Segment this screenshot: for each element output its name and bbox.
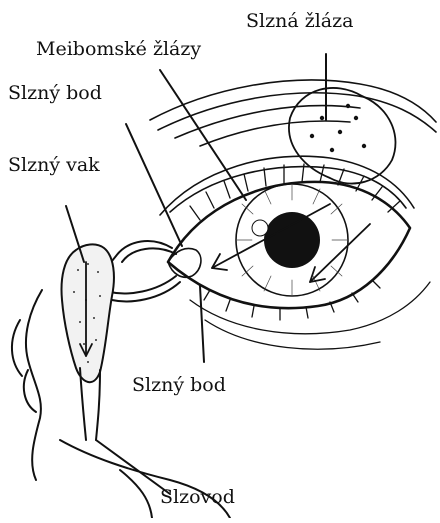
leader-upper-punctum bbox=[126, 124, 182, 246]
lid-creases bbox=[160, 156, 414, 215]
leader-duct bbox=[96, 440, 170, 494]
label-nasolacrimal-duct: Slzovod bbox=[160, 488, 235, 507]
pupil-highlight bbox=[252, 220, 268, 236]
brow-lines bbox=[150, 80, 436, 146]
label-meibomian-glands: Meibomské žlázy bbox=[36, 40, 201, 59]
nose-contour bbox=[12, 290, 230, 518]
label-upper-punctum: Slzný bod bbox=[8, 84, 102, 103]
pupil bbox=[264, 212, 320, 268]
cheek-lines bbox=[190, 282, 430, 349]
leader-lower-punctum bbox=[200, 286, 204, 362]
label-lacrimal-sac: Slzný vak bbox=[8, 156, 100, 175]
label-lower-punctum: Slzný bod bbox=[132, 376, 226, 395]
label-lacrimal-gland: Slzná žláza bbox=[246, 12, 353, 31]
